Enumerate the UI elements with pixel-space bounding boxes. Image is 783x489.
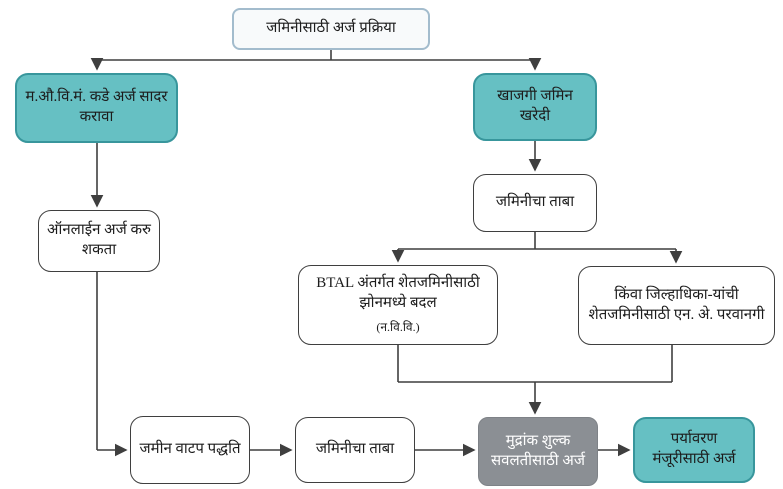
node-possession1-label: जमिनीचा ताबा	[495, 194, 575, 211]
node-start-process: जमिनीसाठी अर्ज प्रक्रिया	[232, 8, 430, 50]
node-collector-permission: किंवा जिल्हाधिका-यांची शेतजमिनीसाठी एन. …	[578, 266, 775, 345]
node-environment-clearance: पर्यावरण मंजूरीसाठी अर्ज	[633, 417, 755, 483]
node-collector-label: किंवा जिल्हाधिका-यांची शेतजमिनीसाठी एन. …	[588, 286, 765, 323]
node-midc-label: म.औ.वि.मं. कडे अर्ज सादर करावा	[25, 89, 168, 125]
node-land-possession-2: जमिनीचा ताबा	[295, 417, 415, 483]
node-btal-label: BTAL अंतर्गत शेतजमिनीसाठी झोनमध्ये बदल	[316, 274, 480, 311]
node-land-allotment: जमीन वाटप पद्धति	[130, 416, 250, 484]
node-stamp-duty-concession: मुद्रांक शुल्क सवलतीसाठी अर्ज	[478, 417, 598, 486]
node-start-label: जमिनीसाठी अर्ज प्रक्रिया	[266, 20, 396, 37]
node-online-application: ऑनलाईन अर्ज करु शकता	[38, 210, 160, 272]
node-btal-zone-change: BTAL अंतर्गत शेतजमिनीसाठी झोनमध्ये बदल (…	[298, 265, 498, 345]
node-allotment-label: जमीन वाटप पद्धति	[139, 441, 241, 458]
node-midc-application: म.औ.वि.मं. कडे अर्ज सादर करावा	[15, 73, 178, 143]
node-btal-sublabel: (न.वि.वि.)	[376, 320, 420, 335]
node-possession2-label: जमिनीचा ताबा	[315, 441, 395, 458]
node-environment-label: पर्यावरण मंजूरीसाठी अर्ज	[652, 431, 736, 467]
node-online-label: ऑनलाईन अर्ज करु शकता	[47, 222, 151, 258]
node-private-land-purchase: खाजगी जमिन खरेदी	[473, 73, 597, 141]
node-private-label: खाजगी जमिन खरेदी	[497, 88, 573, 124]
node-land-possession-1: जमिनीचा ताबा	[473, 174, 597, 232]
node-stamp-label: मुद्रांक शुल्क सवलतीसाठी अर्ज	[490, 432, 586, 469]
